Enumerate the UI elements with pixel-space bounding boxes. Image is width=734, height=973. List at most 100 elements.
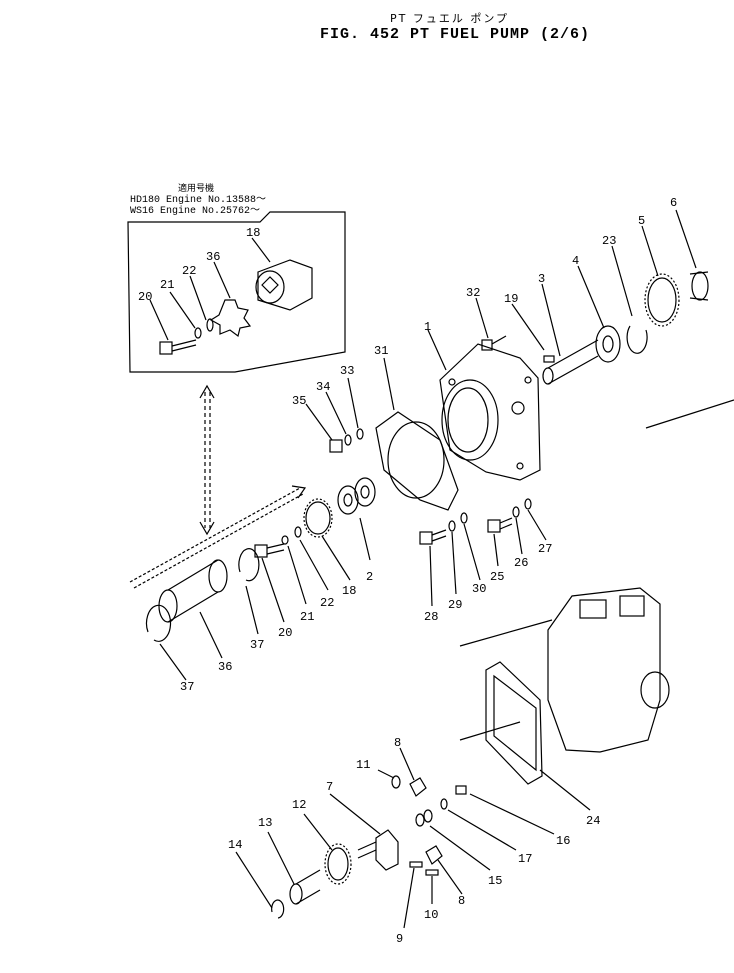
callout-5: 5	[638, 214, 645, 228]
part-nut-35	[329, 439, 343, 453]
part-gear-5	[644, 273, 680, 327]
callout-1: 1	[424, 320, 431, 334]
inset-callout-18: 18	[246, 226, 260, 240]
inset-engine-line-1: HD180 Engine No.13588～	[130, 195, 267, 206]
part-sleeve-36	[158, 559, 228, 623]
figure-title-japanese: PT フュエル ポンプ	[390, 12, 510, 25]
inset-coupling-18	[255, 259, 313, 311]
assembly-axis-line	[129, 487, 304, 589]
part-bolt-28	[419, 529, 447, 545]
callout-28: 28	[424, 610, 438, 624]
part-washer-22	[294, 526, 302, 538]
callout-7: 7	[326, 780, 333, 794]
part-gasket-31	[375, 411, 459, 511]
part-washer-29	[448, 520, 456, 532]
callout-13: 13	[258, 816, 272, 830]
callout-17: 17	[518, 852, 532, 866]
part-washer-26	[512, 506, 520, 518]
callout-19: 19	[504, 292, 518, 306]
inset-callout-20: 20	[138, 290, 152, 304]
part-shaft-3	[542, 339, 599, 385]
inset-engine-line-2: WS16 Engine No.25762～	[130, 206, 261, 217]
part-lever-7	[357, 829, 399, 871]
callout-36: 36	[218, 660, 232, 674]
part-gear-12	[324, 843, 352, 885]
callout-24: 24	[586, 814, 600, 828]
callout-8-upper: 8	[394, 736, 401, 750]
part-pin-9	[409, 861, 423, 868]
part-cam-8-lower	[425, 845, 443, 865]
inset-heading: 適用号機	[178, 184, 215, 194]
part-plug-16	[455, 785, 467, 795]
pump-body	[547, 587, 670, 753]
callout-11: 11	[356, 758, 370, 772]
inset-washer-22	[206, 318, 214, 332]
callout-labels: 18 36 22 21 20 1 2 3 4 5 6 7 8 8 9 10 11…	[138, 196, 677, 946]
callout-2: 2	[366, 570, 373, 584]
part-bolt-20	[254, 543, 285, 558]
callout-25: 25	[490, 570, 504, 584]
callout-34: 34	[316, 380, 330, 394]
callout-37-right: 37	[250, 638, 264, 652]
part-bushing-13	[289, 869, 321, 905]
inset-callout-22: 22	[182, 264, 196, 278]
part-bolt-32	[481, 335, 507, 351]
part-snap-ring-37-right	[238, 548, 260, 582]
inset-frame	[127, 211, 346, 373]
part-pin-10	[425, 869, 439, 876]
callout-33: 33	[340, 364, 354, 378]
callout-35: 35	[292, 394, 306, 408]
part-housing-1	[439, 343, 541, 481]
inset-callout-36: 36	[206, 250, 220, 264]
inset-reference-arrow	[204, 392, 211, 528]
part-snap-ring-37-left	[145, 604, 172, 642]
callout-18: 18	[342, 584, 356, 598]
part-key-19	[543, 355, 555, 363]
part-washer-33	[356, 428, 364, 440]
callout-16: 16	[556, 834, 570, 848]
inset-callout-21: 21	[160, 278, 174, 292]
part-gasket-24	[485, 661, 543, 785]
inset-washer-21	[194, 327, 202, 339]
callout-9: 9	[396, 932, 403, 946]
part-snap-ring-23	[626, 325, 648, 354]
part-gear-18	[303, 498, 333, 538]
callout-30: 30	[472, 582, 486, 596]
callout-22: 22	[320, 596, 334, 610]
callout-23: 23	[602, 234, 616, 248]
part-bolt-25	[487, 517, 513, 533]
part-snap-ring-14	[271, 899, 285, 919]
callout-10: 10	[424, 908, 438, 922]
callout-27: 27	[538, 542, 552, 556]
part-washer-21	[281, 535, 289, 545]
callout-29: 29	[448, 598, 462, 612]
callout-4: 4	[572, 254, 579, 268]
callout-14: 14	[228, 838, 242, 852]
callout-37-left: 37	[180, 680, 194, 694]
inset-applicability-note: 適用号機 HD180 Engine No.13588～ WS16 Engine …	[130, 184, 266, 217]
part-spring-15	[415, 809, 433, 827]
part-bearing-4	[595, 325, 621, 363]
part-bearing-2	[337, 477, 376, 515]
part-gear-6	[689, 271, 709, 301]
part-washer-30	[460, 512, 468, 524]
part-cam-8-upper	[409, 777, 427, 797]
part-washer-17	[440, 798, 448, 810]
callout-26: 26	[514, 556, 528, 570]
callout-15: 15	[488, 874, 502, 888]
part-washer-27	[524, 498, 532, 510]
inset-impeller-36	[209, 299, 252, 338]
callout-31: 31	[374, 344, 388, 358]
callout-12: 12	[292, 798, 306, 812]
part-washer-34	[344, 434, 352, 446]
inset-bolt-20	[159, 339, 197, 355]
callout-32: 32	[466, 286, 480, 300]
callout-3: 3	[538, 272, 545, 286]
callout-6: 6	[670, 196, 677, 210]
callout-21: 21	[300, 610, 314, 624]
figure-title: FIG. 452 PT FUEL PUMP (2/6)	[320, 26, 591, 43]
callout-8-lower: 8	[458, 894, 465, 908]
part-washer-11	[391, 775, 401, 789]
callout-20: 20	[278, 626, 292, 640]
